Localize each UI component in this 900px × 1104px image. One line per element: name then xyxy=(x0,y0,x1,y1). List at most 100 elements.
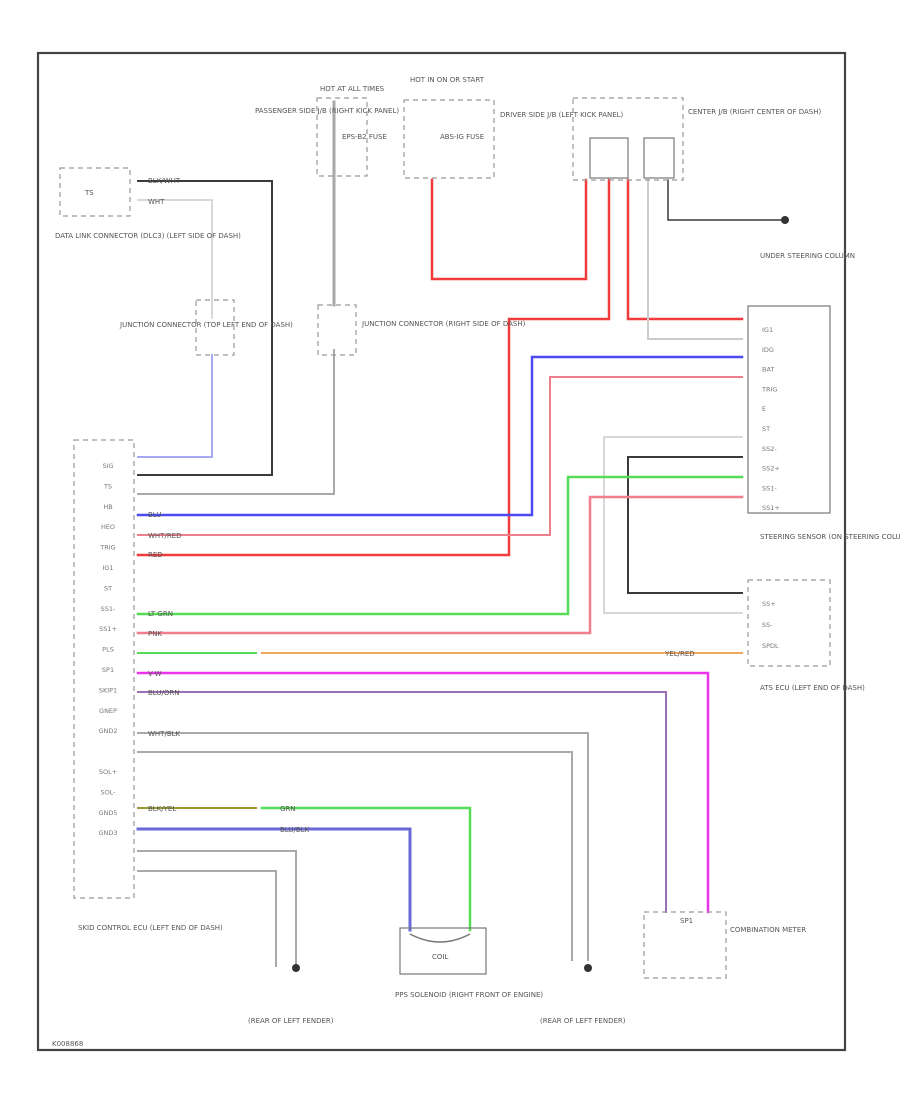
solenoid-coil-label: COIL xyxy=(432,953,448,961)
tag-grn: GRN xyxy=(280,805,296,813)
junction-connector-right: JUNCTION CONNECTOR (RIGHT SIDE OF DASH) xyxy=(317,304,526,356)
abs-fuse-label: ABS-IG FUSE xyxy=(440,133,484,141)
tag-gnd-a: WHT/BLK xyxy=(148,730,181,738)
combination-meter: SP1 COMBINATION METER xyxy=(643,911,806,979)
wire-column-ig1 xyxy=(626,178,744,321)
hot-in-on-label: HOT IN ON OR START xyxy=(410,76,485,84)
skid-ecu-label: SKID CONTROL ECU (LEFT END OF DASH) xyxy=(78,924,223,932)
wire-sig-blu xyxy=(137,354,213,458)
center-jb: CENTER J/B (RIGHT CENTER OF DASH) xyxy=(572,97,821,181)
skid-pin: IG1 xyxy=(102,564,113,572)
wire-sol-plus-b xyxy=(260,806,472,932)
tag-wht-red: WHT/RED xyxy=(148,532,182,540)
wire-ss2-minus xyxy=(603,436,743,614)
wire-tags: BLK/WHT WHT BLU WHT/RED RED LT GRN PNK Y… xyxy=(148,177,695,834)
center-jb-label: CENTER J/B (RIGHT CENTER OF DASH) xyxy=(688,108,821,116)
column-pin: SS2+ xyxy=(762,465,780,473)
passenger-jb: HOT AT ALL TIMES PASSENGER SIDE J/B (RIG… xyxy=(255,85,399,177)
hot-at-times-label: HOT AT ALL TIMES xyxy=(320,85,385,93)
junction-left-label: JUNCTION CONNECTOR (TOP LEFT END OF DASH… xyxy=(119,321,293,329)
meter-pin-label: SP1 xyxy=(680,917,693,925)
diagram-frame xyxy=(36,51,847,1052)
junction-right-label: JUNCTION CONNECTOR (RIGHT SIDE OF DASH) xyxy=(361,320,526,328)
skid-pin: PLS xyxy=(102,646,114,654)
column-pin: TRIG xyxy=(761,385,777,393)
wire-gnep xyxy=(137,732,589,961)
skid-pin: ST xyxy=(104,584,112,592)
skid-pin: SKIP1 xyxy=(99,686,117,694)
wire-gnd2 xyxy=(137,751,573,961)
wire-trig-wht-red xyxy=(137,376,743,536)
tag-sol-plus: BLK/YEL xyxy=(148,805,176,813)
driver-jb-label: DRIVER SIDE J/B (LEFT KICK PANEL) xyxy=(500,111,624,119)
skid-pin: TRIG xyxy=(99,544,115,552)
wire-epb-to-hb xyxy=(137,349,335,495)
tag-yel: YEL/RED xyxy=(664,650,695,658)
junction-connector-left: JUNCTION CONNECTOR (TOP LEFT END OF DASH… xyxy=(119,299,293,356)
wire-ig1-red xyxy=(136,178,611,557)
skid-pin-list: SIGTSHBHEOTRIGIG1STSS1-SS1+PLSSP1SKIP1GN… xyxy=(98,462,117,837)
wires xyxy=(136,100,784,967)
skid-pin: TS xyxy=(103,482,112,490)
skid-pin: SOL- xyxy=(100,788,116,796)
steering-sensor-label: STEERING SENSOR (ON STEERING COLUMN) xyxy=(760,533,900,541)
skid-pin: SOL+ xyxy=(99,768,117,776)
ats-pin: SS- xyxy=(762,621,773,629)
wire-ss1-minus xyxy=(136,475,744,616)
ground-left-label: (REAR OF LEFT FENDER) xyxy=(248,1017,334,1025)
column-pin: IG1 xyxy=(762,326,773,334)
ground-right-label: (REAR OF LEFT FENDER) xyxy=(540,1017,626,1025)
ats-pin-list: SS+SS-SPDL xyxy=(762,600,779,650)
wire-ss2-plus xyxy=(627,456,743,594)
ground-left-icon xyxy=(292,964,300,972)
dlc-connector: TS DATA LINK CONNECTOR (DLC3) (LEFT SIDE… xyxy=(55,167,241,240)
skid-pin: SIG xyxy=(102,462,113,470)
tag-pnk: PNK xyxy=(148,630,162,638)
dlc-label: DATA LINK CONNECTOR (DLC3) (LEFT SIDE OF… xyxy=(55,232,241,240)
tag-skip: BLU/ORN xyxy=(148,689,179,697)
ground-left: (REAR OF LEFT FENDER) xyxy=(248,964,334,1025)
wire-gnd3 xyxy=(137,870,277,967)
tag-white: WHT xyxy=(148,198,165,206)
wire-dlc-ts xyxy=(137,180,273,476)
column-pin: SS2- xyxy=(762,445,777,453)
tag-red: RED xyxy=(148,551,163,559)
ats-ecu: STEERING SENSOR (ON STEERING COLUMN) ATS… xyxy=(747,533,900,692)
ground-right-icon xyxy=(584,964,592,972)
under-column-label: UNDER STEERING COLUMN xyxy=(760,252,855,260)
passenger-jb-label: PASSENGER SIDE J/B (RIGHT KICK PANEL) xyxy=(255,107,399,115)
ground-center-icon xyxy=(781,216,789,224)
column-pin: E xyxy=(762,405,766,413)
tag-sol-minus: BLU/BLK xyxy=(280,826,310,834)
ground-right: (REAR OF LEFT FENDER) xyxy=(540,964,626,1025)
solenoid-coil-icon xyxy=(409,933,471,943)
column-pin: SS1+ xyxy=(762,504,780,512)
skid-pin: GNEP xyxy=(99,707,117,715)
skid-pin: GND5 xyxy=(98,809,117,817)
skid-pin: GND3 xyxy=(98,829,117,837)
wire-abs-feed xyxy=(430,178,588,281)
tag-sp: V-W xyxy=(148,670,162,678)
tag-ts: BLK/WHT xyxy=(148,177,181,185)
tag-lt-grn: LT GRN xyxy=(148,610,173,618)
skid-pin: HB xyxy=(103,503,112,511)
ats-ecu-label: ATS ECU (LEFT END OF DASH) xyxy=(760,684,865,692)
skid-pin: SS1+ xyxy=(99,625,117,633)
column-pin: BAT xyxy=(762,366,774,374)
tag-blu: BLU xyxy=(148,511,161,519)
wire-column-idg xyxy=(647,179,743,340)
column-pin: SS1- xyxy=(762,484,777,492)
wire-heo-blu xyxy=(136,355,744,517)
wire-skip-blu-orn xyxy=(137,691,667,913)
dlc-ts-label: TS xyxy=(84,189,94,197)
driver-jb: HOT IN ON OR START DRIVER SIDE J/B (LEFT… xyxy=(403,76,624,179)
skid-pin: SS1- xyxy=(101,605,116,613)
wire-dlc-wht xyxy=(137,199,213,319)
meter-label: COMBINATION METER xyxy=(730,926,806,934)
wire-gnd5 xyxy=(137,850,297,967)
document-id: K008868 xyxy=(52,1040,83,1048)
epb-fuse-label: EPS-B2 FUSE xyxy=(342,133,387,141)
